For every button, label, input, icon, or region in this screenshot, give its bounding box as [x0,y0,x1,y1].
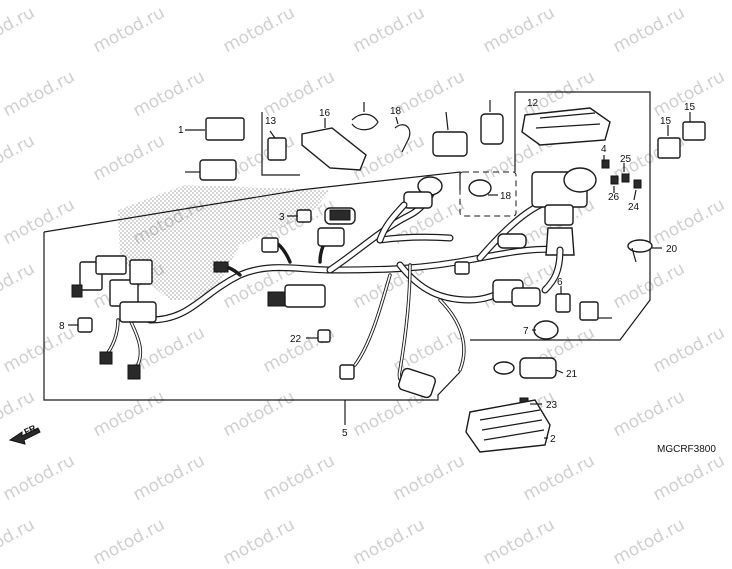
callout-21: 21 [566,369,578,380]
shaded-region [118,185,330,300]
callout-6: 6 [557,277,563,288]
callout-8: 8 [59,321,65,332]
front-label: FR. [22,422,39,437]
callout-26: 26 [608,192,620,203]
callout-2: 2 [550,434,556,445]
callout-25: 25 [620,154,632,165]
callout-20: 20 [666,244,678,255]
callout-code: MGCRF3800 [657,444,716,455]
wire-harness-diagram: 13 16 18 12 15 15 3 18 4 25 26 24 20 6 7… [8,91,716,455]
left-connector-cluster [71,255,157,380]
callout-16: 16 [319,108,331,119]
callout-15a: 15 [660,116,672,127]
relays [601,121,706,189]
callout-7: 7 [523,326,529,337]
callout-15b: 15 [684,102,696,113]
fuse-box-assembly [521,107,611,294]
upper-harness-connectors [324,176,527,249]
callout-12: 12 [527,98,539,109]
callout-24: 24 [628,202,640,213]
callout-23: 23 [546,400,558,411]
callout-1: 1 [178,125,184,136]
front-arrow: FR. [8,422,41,445]
leader-lines [68,100,691,439]
lower-right-parts [77,293,599,453]
callout-22: 22 [290,334,302,345]
item18-dashed-box [459,171,517,217]
callout-5: 5 [342,428,348,439]
harness-outline [43,91,651,401]
callout-3: 3 [279,212,285,223]
center-connectors [213,227,541,399]
callout-13: 13 [265,116,277,127]
item13-bracket [261,112,300,176]
callout-18b: 18 [500,191,512,202]
clamp-20 [627,239,653,263]
loose-parts-top [199,113,504,223]
callout-18a: 18 [390,106,402,117]
callout-4: 4 [601,144,607,155]
callout-labels: 13 16 18 12 15 15 3 18 4 25 26 24 20 6 7… [59,98,716,455]
